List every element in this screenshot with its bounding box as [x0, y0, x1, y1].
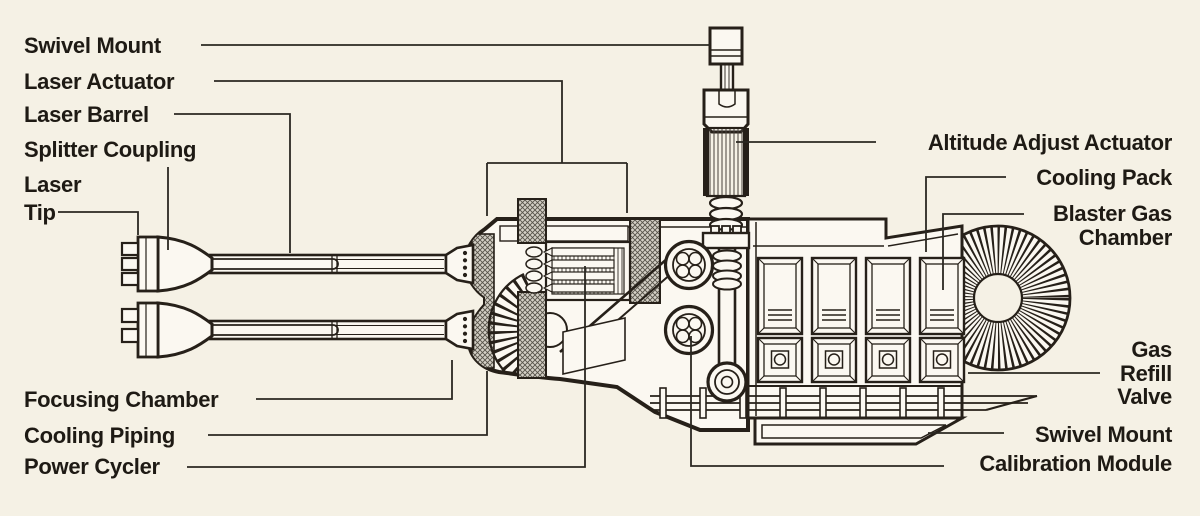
- actuator-head: [702, 88, 750, 134]
- leader-laser-actuator: [214, 80, 628, 216]
- label-gas-refill-valve: Gas Refill Valve: [1117, 337, 1172, 409]
- laser-actuator-chamber: [525, 240, 632, 302]
- laser-tip-block: [136, 301, 160, 359]
- label-altitude-adjust-actuator: Altitude Adjust Actuator: [927, 130, 1172, 155]
- leader-focusing-chamber: [256, 360, 453, 400]
- calibration-wheel: [706, 361, 748, 403]
- label-laser-tip: Laser Tip: [24, 172, 82, 225]
- actuator-spring-lower: [712, 249, 742, 291]
- splitter-coupling-bell: [156, 301, 214, 359]
- label-swivel-mount-top: Swivel Mount: [24, 33, 161, 58]
- label-laser-barrel: Laser Barrel: [24, 102, 149, 127]
- leader-laser-tip: [58, 211, 139, 235]
- label-laser-actuator: Laser Actuator: [24, 69, 175, 94]
- label-focusing-chamber: Focusing Chamber: [24, 387, 219, 412]
- gas-chamber-panel: [810, 256, 858, 384]
- label-splitter-coupling: Splitter Coupling: [24, 137, 197, 162]
- gas-chamber-panel: [756, 256, 804, 384]
- port-lower: [663, 304, 715, 356]
- leader-calibration-module: [690, 336, 944, 467]
- actuator-ribbed-cylinder: [705, 126, 747, 198]
- leader-lines: [58, 44, 1100, 468]
- label-power-cycler: Power Cycler: [24, 454, 160, 479]
- label-cooling-pack: Cooling Pack: [1036, 165, 1172, 190]
- frame-braces: [559, 257, 681, 413]
- mount-rail: [650, 385, 1038, 419]
- port-upper: [663, 239, 715, 291]
- leader-cooling-pack: [925, 176, 1006, 252]
- swivel-mount-plate: [753, 416, 968, 446]
- swivel-mount-block: [708, 26, 744, 66]
- collar-band-upper: [517, 198, 547, 244]
- barrel-nozzle-cone: [444, 243, 475, 285]
- laser-barrel-upper: [120, 235, 475, 293]
- collar-band-right: [629, 218, 661, 304]
- gas-chamber-panel: [918, 256, 966, 384]
- toothed-collar: [701, 225, 751, 250]
- hull-details: [471, 198, 681, 413]
- altitude-actuator-column: [701, 26, 751, 370]
- gas-chamber-panel: [864, 256, 912, 384]
- barrel-nozzle-cone: [444, 309, 475, 351]
- laser-tip-block: [136, 235, 160, 293]
- label-blaster-gas-chamber: Blaster Gas Chamber: [1053, 201, 1172, 250]
- label-calibration-module: Calibration Module: [979, 451, 1172, 476]
- label-swivel-mount-bottom: Swivel Mount: [1035, 422, 1172, 447]
- power-cycler-ports: [663, 239, 748, 403]
- laser-barrel-lower: [120, 301, 475, 359]
- leader-blaster-gas-chamber: [942, 213, 1024, 290]
- collar-band-lower: [517, 291, 547, 379]
- leader-power-cycler: [187, 266, 586, 468]
- leader-laser-barrel: [174, 113, 291, 253]
- label-cooling-piping: Cooling Piping: [24, 423, 175, 448]
- splitter-coupling-bell: [156, 235, 214, 293]
- blaster-gas-chambers: [756, 256, 966, 384]
- leader-cooling-piping: [208, 371, 488, 436]
